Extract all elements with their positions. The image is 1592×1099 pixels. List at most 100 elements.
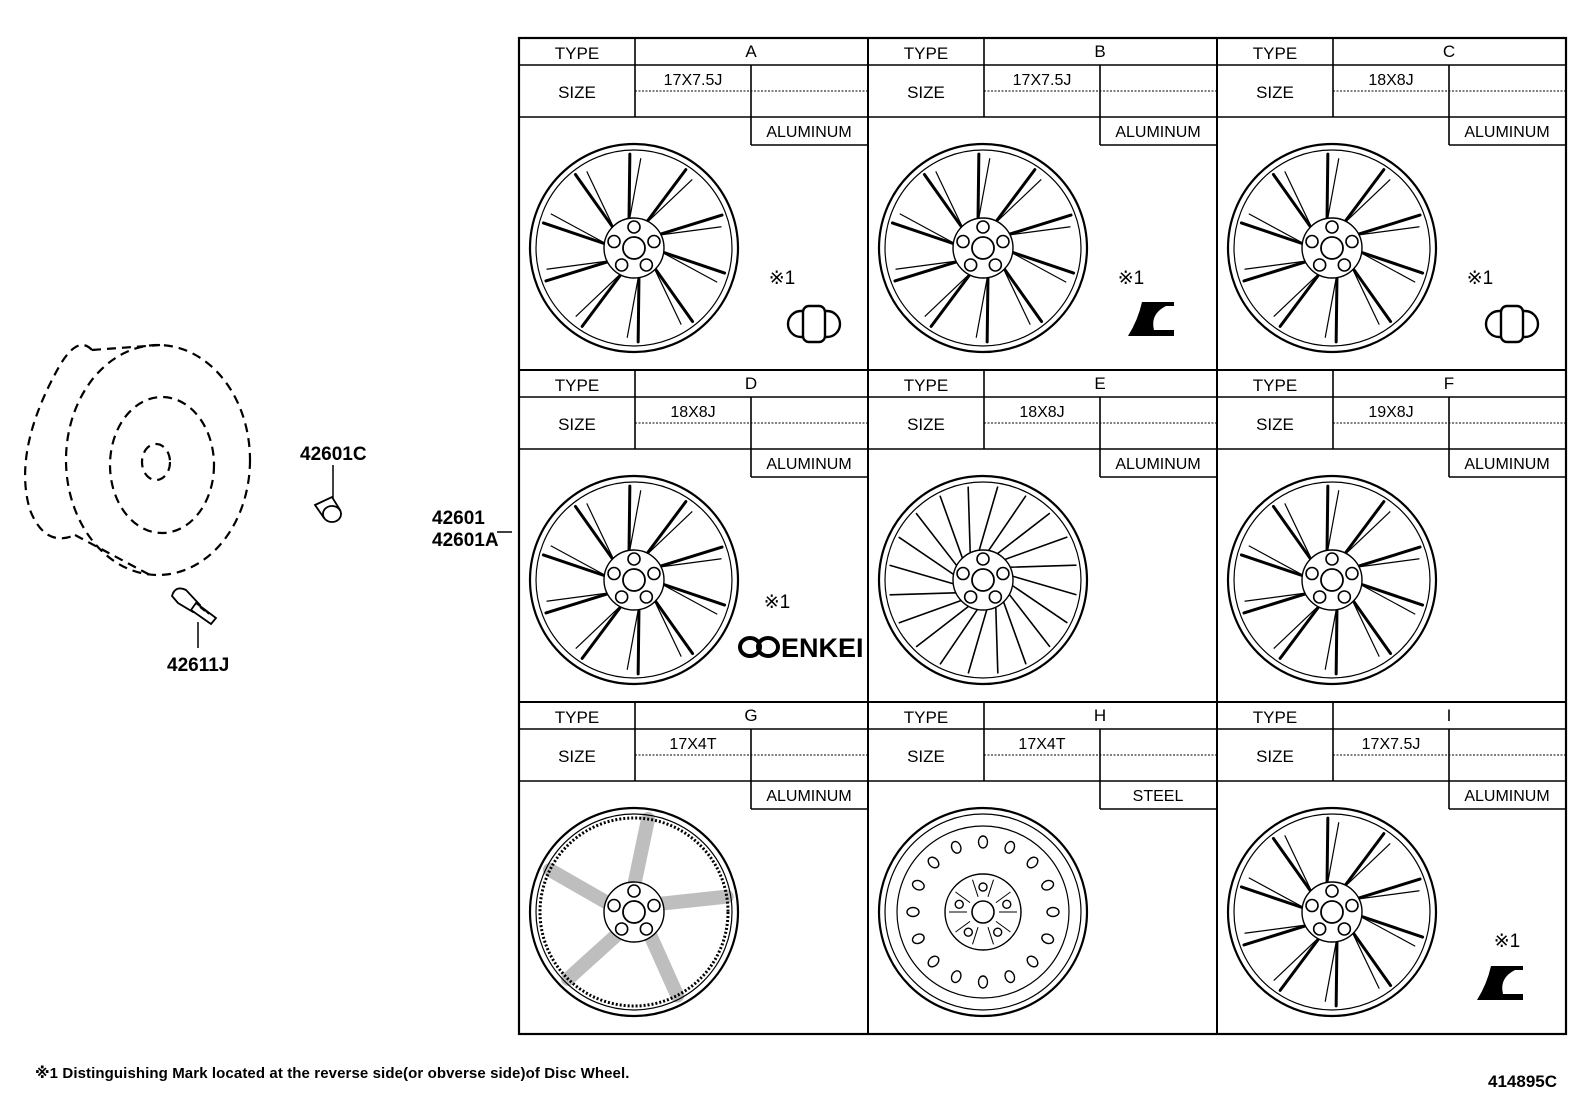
wheel-spoke [1239, 221, 1308, 247]
type-value: C [1443, 42, 1455, 61]
wheel-spoke [643, 168, 688, 226]
wheel-spoke [636, 604, 641, 676]
wheel-spoke [1242, 923, 1311, 947]
vent-hole [1026, 955, 1039, 968]
part-number-valve[interactable]: 42611J [167, 655, 229, 676]
material-value: ALUMINUM [1115, 456, 1200, 473]
lug-nut [1325, 884, 1339, 898]
wheel-rim-inner [884, 149, 1082, 347]
type-label: TYPE [1253, 376, 1297, 395]
wheel-spoke-edge [1324, 937, 1338, 1002]
wheel-spoke [1334, 936, 1339, 1008]
center-bore [622, 236, 646, 260]
wheel-spoke-edge [1244, 592, 1310, 602]
wheel-spoke-edge [1326, 158, 1340, 223]
wheel-spoke [636, 272, 641, 344]
lug-nut [1337, 258, 1352, 272]
wheel-spoke-edge [546, 260, 612, 270]
lug-nut [996, 234, 1010, 249]
wheel-spoke-edge [1284, 503, 1314, 563]
wheel-spoke-edge [586, 171, 616, 231]
vent-hole [977, 975, 989, 989]
enkei-logo-text: ENKEI [781, 633, 864, 663]
size-label: SIZE [1256, 83, 1294, 102]
wheel-spoke-edge [1354, 558, 1420, 568]
wheel-spoke [922, 172, 966, 232]
lug-nut [607, 898, 621, 913]
wheel-spoke-edge [1273, 935, 1322, 982]
hub-plate [944, 873, 1022, 951]
wheel-spoke-edge [1342, 178, 1391, 225]
wheel-spoke-edge [1357, 582, 1416, 615]
part-number-wheel[interactable]: 42601 [432, 508, 485, 529]
wheel-spoke-edge [626, 605, 640, 670]
lug-nut [988, 590, 1003, 604]
center-bore [1320, 568, 1344, 592]
wheel-spoke-edge [895, 260, 961, 270]
vent-hole [1041, 879, 1055, 891]
lug-nut [607, 566, 621, 581]
type-label: TYPE [904, 44, 948, 63]
hub-rib [995, 891, 1011, 903]
lug-nut [956, 566, 970, 581]
size-value: 17X7.5J [1362, 736, 1421, 753]
wheel-spoke [1349, 596, 1393, 656]
wheel-spoke [1356, 249, 1425, 275]
size-label: SIZE [1256, 747, 1294, 766]
wheel-spoke [1325, 816, 1330, 888]
wheel-rim-inner [535, 813, 733, 1011]
material-value: ALUMINUM [1464, 124, 1549, 141]
vent-hole [911, 933, 925, 945]
enkei-logo-icon-loop [756, 636, 780, 658]
wheel-spoke [642, 926, 685, 1003]
wheel-rim-inner [884, 481, 1082, 679]
lug-nut [1345, 898, 1359, 913]
wheel-spoke [1334, 272, 1339, 344]
wheel-spoke-edge [1244, 260, 1310, 270]
wheel-spoke-edge [924, 271, 973, 318]
wheel-spoke [1325, 484, 1330, 556]
hub-rib [987, 879, 994, 897]
lug-hole [978, 882, 988, 892]
lug-nut [1305, 566, 1319, 581]
wheel-spoke [1349, 264, 1393, 324]
wheel-spoke-edge [1273, 603, 1322, 650]
wheel-spoke [561, 926, 626, 986]
stamp-mark-icon [1128, 302, 1174, 336]
wheel-spoke [651, 889, 734, 911]
vent-hole [950, 840, 962, 854]
lug-nut [647, 566, 661, 581]
wheel-spoke-edge [1342, 842, 1391, 889]
size-value: 17X4T [1018, 736, 1065, 753]
wheel-spoke-edge [659, 582, 718, 615]
hub-rib [972, 927, 979, 945]
wheel-spoke [573, 172, 617, 232]
vent-hole [950, 970, 962, 984]
wheel-spoke [580, 602, 625, 660]
lug-nut [614, 258, 629, 272]
wheel-spoke [889, 591, 962, 596]
size-value: 19X8J [1368, 404, 1413, 421]
wheel-spoke-edge [626, 273, 640, 338]
lug-nut [1325, 552, 1339, 566]
part-number-wheel-alt[interactable]: 42601A [432, 530, 499, 551]
wheel-spoke [898, 536, 958, 578]
wheel-spoke-edge [1357, 250, 1416, 283]
lug-nut [963, 258, 978, 272]
part-number-cap[interactable]: 42601C [300, 444, 367, 465]
lug-nut [639, 258, 654, 272]
hub-rib [995, 921, 1011, 933]
size-value: 17X4T [669, 736, 716, 753]
wheel-spoke [1334, 604, 1339, 676]
lug-hole [1002, 899, 1012, 909]
wheel-spoke [1007, 249, 1076, 275]
wheel-spoke [1353, 213, 1422, 237]
wheel-spoke [643, 500, 688, 558]
wheel-spoke [651, 596, 695, 656]
wheel-spoke [1356, 581, 1425, 607]
mark-note: ※1 [1494, 931, 1521, 952]
